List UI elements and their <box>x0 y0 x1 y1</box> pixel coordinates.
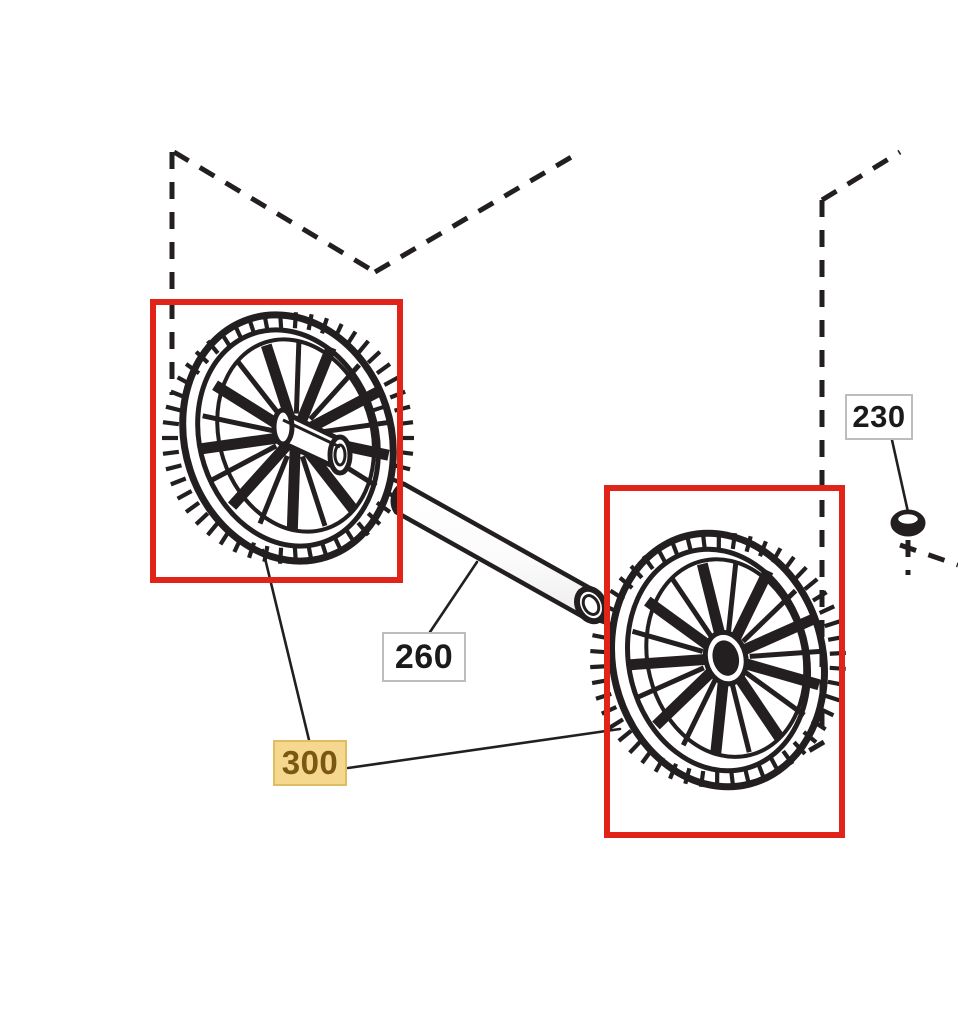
callout-label-230[interactable]: 230 <box>845 394 913 440</box>
right-gear-part <box>590 529 846 791</box>
left-gear-highlight-box <box>150 299 403 583</box>
left-gear-hub <box>271 407 353 476</box>
highlight-boxes <box>150 299 845 838</box>
callout-label-260[interactable]: 260 <box>382 632 466 682</box>
callout-300-text: 300 <box>281 744 339 781</box>
callout-230-text: 230 <box>852 399 906 434</box>
bushing-part <box>890 509 926 537</box>
left-gear-part <box>162 311 414 565</box>
right-gear-highlight-box <box>604 485 845 838</box>
callout-label-300[interactable]: 300 <box>273 740 347 786</box>
dashed-context-outline-left <box>169 149 582 395</box>
callout-260-text: 260 <box>394 637 454 676</box>
shaft-part <box>390 481 608 625</box>
